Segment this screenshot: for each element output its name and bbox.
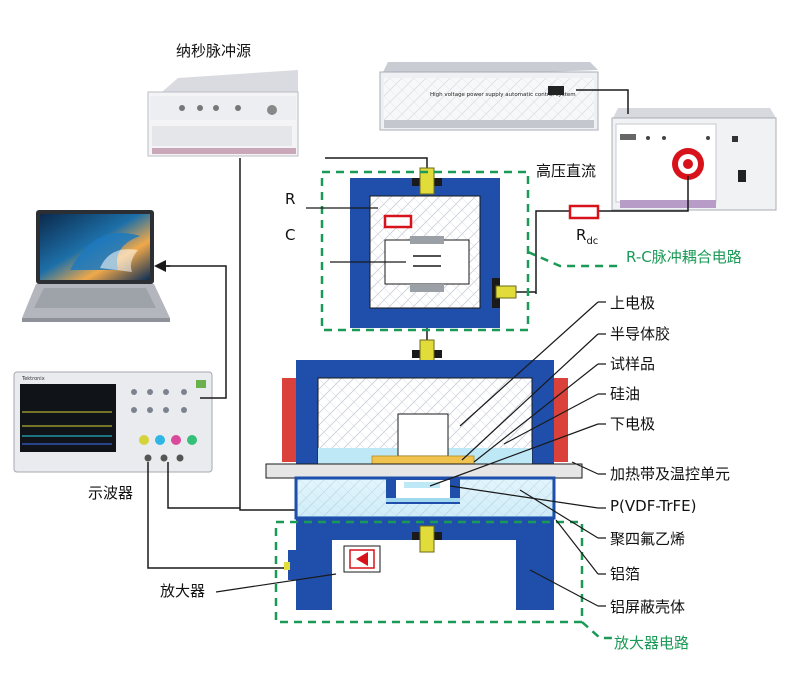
label-amplifier: 放大器 — [160, 582, 206, 600]
resistor-r — [383, 214, 413, 229]
hv-dc-source-device — [611, 108, 777, 211]
label-semi-glue: 半导体胶 — [610, 325, 671, 343]
label-c: C — [285, 226, 296, 244]
hv-controller-device: High voltage power supply automatic cont… — [379, 62, 599, 131]
wire-rdc-to-hv — [598, 176, 689, 212]
wire-scope-to-amp — [147, 462, 288, 569]
label-al-foil: 铝箔 — [610, 565, 641, 583]
resistor-rdc — [568, 204, 600, 220]
wire-pulse-to-rc — [325, 157, 428, 178]
label-oscilloscope: 示波器 — [88, 484, 134, 502]
label-lower-electrode: 下电极 — [610, 415, 656, 433]
label-al-shield: 铝屏蔽壳体 — [610, 598, 686, 616]
oscilloscope-device: Tektronix — [13, 371, 213, 473]
label-hv-dc: 高压直流 — [536, 162, 597, 180]
label-amp-circuit: 放大器电路 — [614, 634, 690, 652]
label-rdc-main: R — [576, 226, 587, 244]
rc-coupling-box — [350, 167, 517, 328]
rc-circuit-boundary — [320, 170, 620, 332]
wire-scope-to-laptop — [157, 265, 227, 399]
test-cell — [265, 360, 583, 610]
hv-controller-text: High voltage power supply automatic cont… — [430, 92, 576, 98]
ns-pulse-source-device — [147, 70, 299, 157]
wire-rc-to-rdc — [535, 210, 574, 294]
label-rc-circuit: R-C脉冲耦合电路 — [626, 248, 742, 266]
scope-brand: Tektronix — [21, 376, 45, 382]
label-ns-pulse-source: 纳秒脉冲源 — [176, 42, 252, 60]
label-rdc-sub: dc — [586, 236, 599, 247]
wire-controller-to-hv — [576, 89, 629, 114]
label-r: R — [285, 190, 296, 208]
label-ptfe: 聚四氟乙烯 — [610, 530, 686, 548]
label-rdc: Rdc — [576, 226, 598, 247]
label-upper-electrode: 上电极 — [610, 294, 656, 312]
label-pvdf: P(VDF-TrFE) — [610, 497, 697, 515]
label-silicone-oil: 硅油 — [610, 385, 641, 403]
amp-circuit-boundary — [274, 520, 612, 640]
label-heating-band: 加热带及温控单元 — [610, 465, 731, 483]
label-sample: 试样品 — [610, 355, 656, 373]
leader-lines — [215, 207, 599, 607]
laptop-device — [22, 210, 170, 322]
